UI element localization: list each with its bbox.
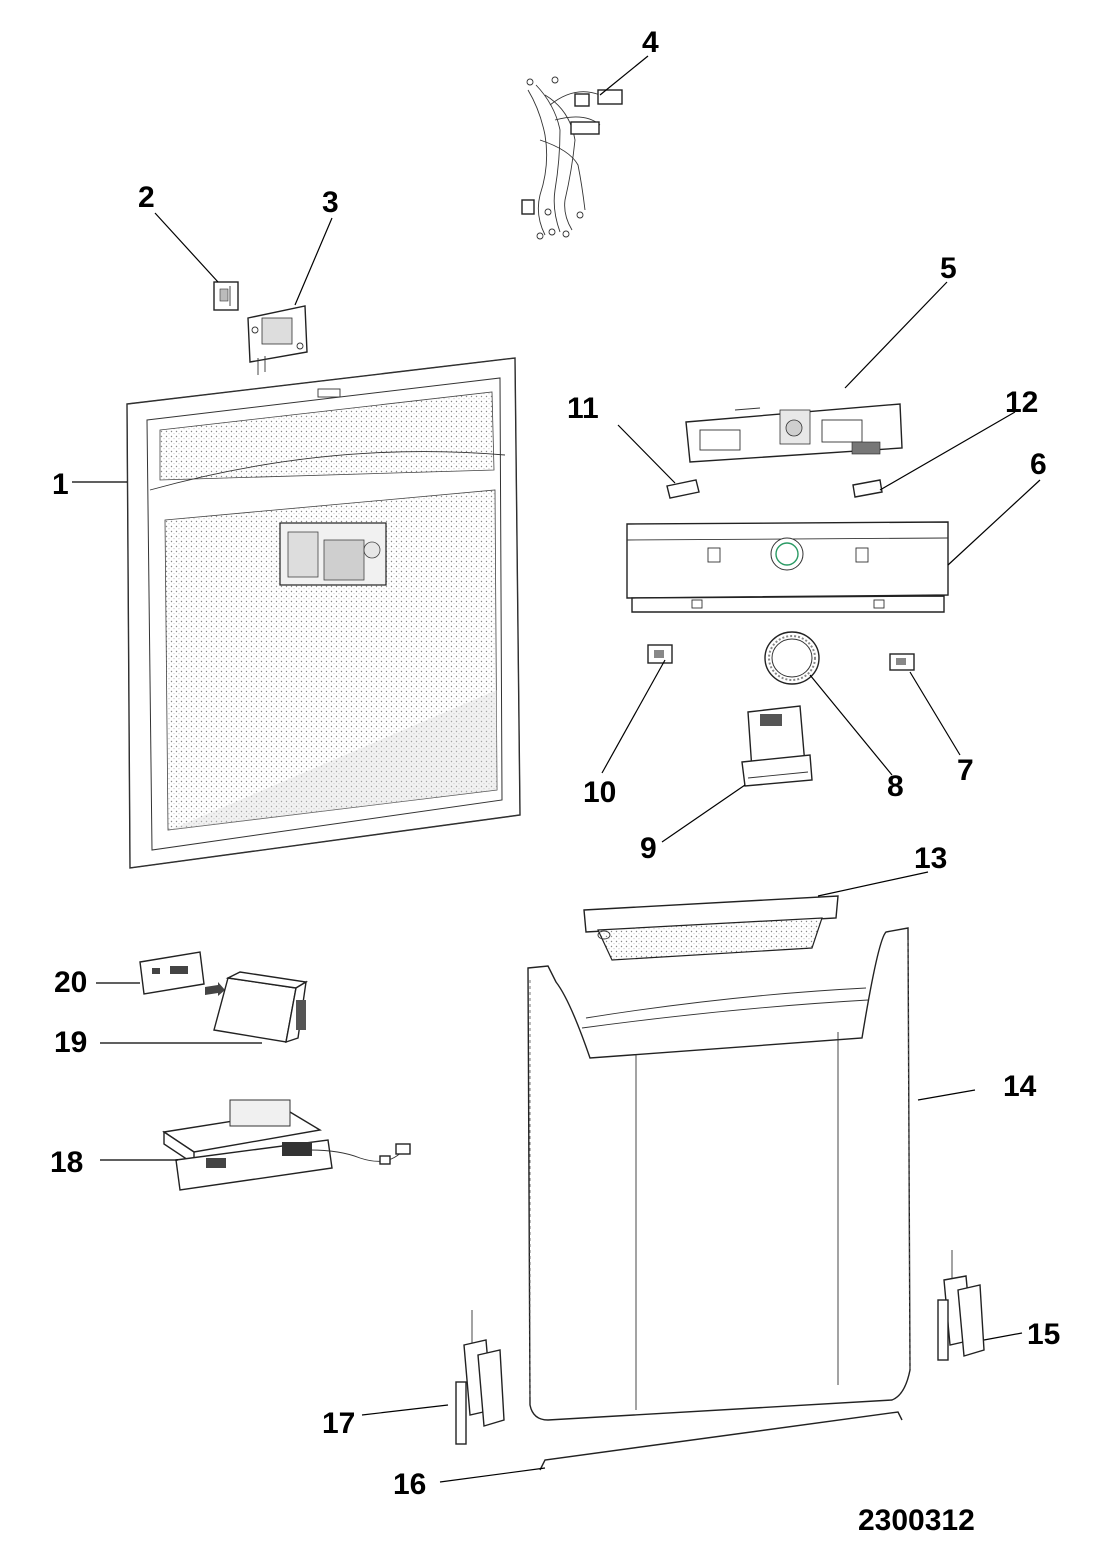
callout-14: 14	[1003, 1070, 1037, 1103]
part-12-button	[852, 479, 883, 498]
part-2-latch	[213, 281, 239, 311]
part-13-vent	[583, 895, 839, 961]
part-18-pcb	[162, 1099, 411, 1191]
callout-2: 2	[138, 181, 155, 214]
callout-10: 10	[583, 776, 616, 809]
part-3-bracket	[247, 305, 308, 375]
part-11-button	[666, 479, 700, 499]
part-17-hinge	[455, 1310, 505, 1445]
callout-19: 19	[54, 1026, 87, 1059]
part-10-switch	[647, 644, 673, 664]
part-20-label	[139, 951, 225, 996]
drawing-number: 2300312	[858, 1504, 975, 1537]
part-7-switch	[889, 653, 915, 671]
callout-3: 3	[322, 186, 339, 219]
callout-5: 5	[940, 252, 957, 285]
part-6-control-panel	[626, 521, 949, 613]
part-5-control-board	[685, 403, 903, 463]
callout-1: 1	[52, 468, 69, 501]
callout-17: 17	[322, 1407, 355, 1440]
callout-6: 6	[1030, 448, 1047, 481]
part-16-rod	[539, 1411, 903, 1471]
callout-8: 8	[887, 770, 904, 803]
callout-18: 18	[50, 1146, 83, 1179]
callout-9: 9	[640, 832, 657, 865]
callout-16: 16	[393, 1468, 426, 1501]
callout-4: 4	[642, 26, 659, 59]
callout-labels: 1 2 3 4 5 6 7 8 9 10 11 12 13 14 15 16 1…	[50, 26, 1060, 1537]
callout-15: 15	[1027, 1318, 1060, 1351]
callout-13: 13	[914, 842, 947, 875]
leader-lines	[72, 55, 1041, 1483]
part-8-knob-ring	[764, 631, 820, 685]
callout-11: 11	[567, 392, 599, 425]
callout-7: 7	[957, 754, 974, 787]
part-9-connector	[741, 705, 813, 787]
part-15-hinge	[937, 1250, 985, 1361]
callout-20: 20	[54, 966, 87, 999]
callout-12: 12	[1005, 386, 1038, 419]
part-14-outer-door	[527, 927, 911, 1421]
part-1-inner-door	[126, 357, 521, 869]
part-4-wiring-harness	[521, 76, 623, 240]
part-19-module	[213, 971, 309, 1044]
